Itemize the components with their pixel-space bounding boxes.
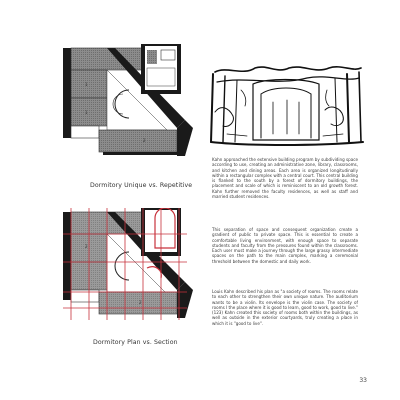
svg-text:1: 1	[85, 82, 88, 87]
svg-text:2: 2	[85, 244, 88, 249]
svg-text:2: 2	[139, 300, 142, 305]
paragraph-2: This separation of space and consequent …	[212, 227, 358, 264]
svg-text:2: 2	[143, 138, 146, 143]
paragraph-1: Kahn approached the extensive building p…	[212, 157, 358, 200]
bottom-plan-caption: Dormitory Plan vs. Section	[93, 339, 178, 346]
dormitory-plan-bottom: 2 2	[63, 208, 193, 320]
dormitory-elevation-sketch	[210, 66, 364, 146]
page-number: 33	[359, 377, 367, 384]
top-plan-caption: Dormitory Unique vs. Repetitive	[90, 182, 193, 189]
svg-text:1: 1	[85, 110, 88, 115]
dormitory-plan-top: 1 1 2	[63, 44, 193, 156]
paragraph-3: Louis Kahn described his plan as "a soci…	[212, 289, 358, 326]
